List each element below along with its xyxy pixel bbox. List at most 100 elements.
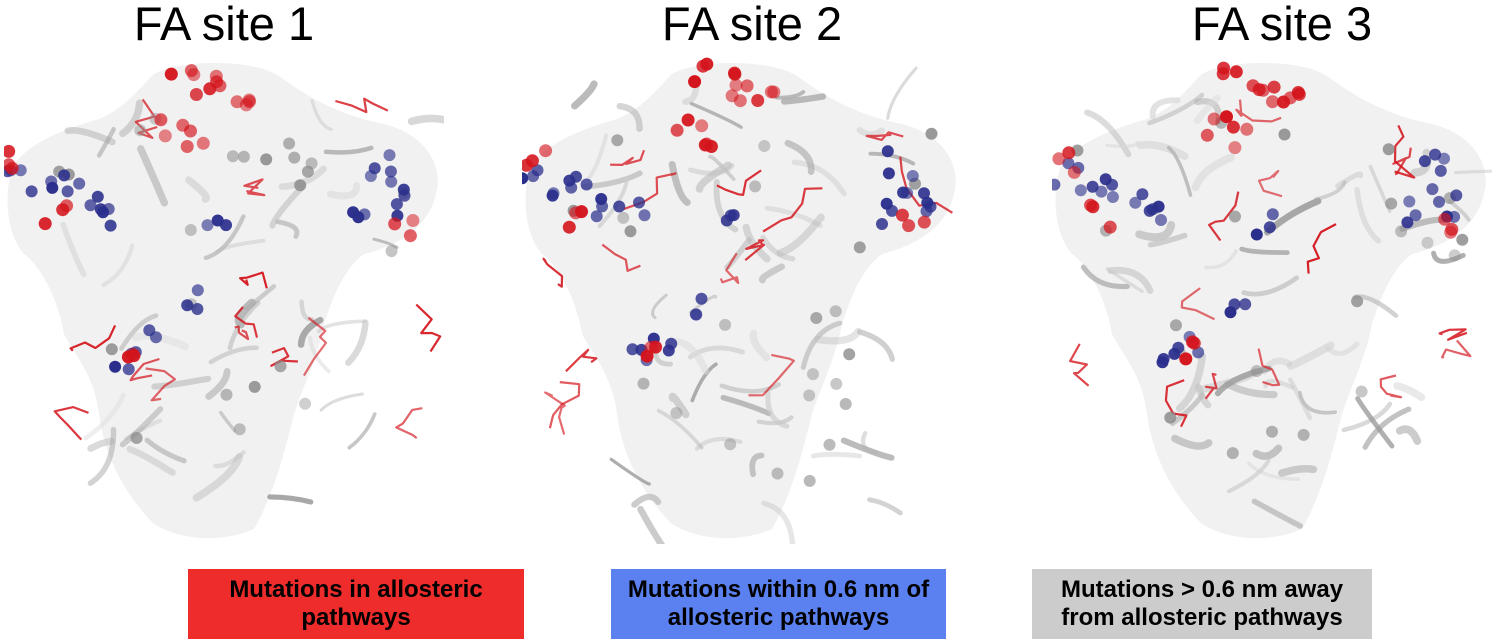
near-mutation-sphere: [97, 206, 109, 219]
pathway-mutation-sphere: [1103, 220, 1117, 234]
protein-ribbon: [1287, 377, 1313, 421]
far-mutation-sphere: [1355, 385, 1368, 398]
pathway-mutation-sphere: [681, 113, 695, 127]
near-mutation-sphere: [1429, 148, 1442, 161]
protein-ribbon: [1226, 458, 1271, 494]
allosteric-pathway-loop: [234, 306, 259, 338]
allosteric-pathway-loop: [53, 406, 89, 441]
protein-ribbon: [1214, 365, 1272, 397]
near-mutation-sphere: [1239, 298, 1252, 311]
near-mutation-sphere: [84, 199, 97, 212]
protein-ribbon: [323, 145, 374, 155]
near-mutation-sphere: [1095, 185, 1108, 198]
allosteric-pathway-loop: [145, 367, 176, 402]
near-mutation-sphere: [897, 186, 910, 199]
near-mutation-sphere: [1450, 189, 1463, 202]
allosteric-pathway-loop: [415, 303, 442, 353]
near-mutation-sphere: [1052, 178, 1061, 191]
pathway-mutation-sphere: [764, 85, 778, 99]
far-mutation-sphere: [220, 388, 233, 401]
protein-structure-site-3: [1052, 61, 1492, 539]
near-mutation-sphere: [1403, 195, 1416, 208]
pathway-mutation-sphere: [1266, 95, 1279, 109]
pathway-mutation-sphere: [403, 229, 417, 243]
protein-ribbon: [297, 316, 324, 348]
protein-ribbon: [1107, 266, 1154, 295]
far-mutation-sphere: [749, 180, 762, 193]
protein-ribbon: [234, 298, 256, 329]
protein-ribbon: [868, 151, 916, 166]
pathway-mutation-sphere: [670, 123, 684, 137]
protein-ribbon: [1247, 461, 1301, 481]
far-mutation-sphere: [611, 134, 624, 147]
pathway-mutation-sphere: [1200, 128, 1214, 142]
pathway-mutation-sphere: [1052, 152, 1066, 166]
pathway-mutation-sphere: [1445, 222, 1459, 236]
protein-ribbon: [1335, 171, 1364, 189]
protein-ribbon: [616, 102, 643, 132]
protein-ribbon: [1166, 145, 1193, 197]
protein-ribbon: [674, 337, 710, 375]
protein-ribbon: [1454, 169, 1492, 175]
protein-ribbon: [60, 221, 87, 277]
near-mutation-sphere: [882, 167, 895, 180]
allosteric-pathway-loop: [243, 178, 266, 197]
pathway-mutation-sphere: [5, 161, 19, 175]
far-mutation-sphere: [299, 397, 312, 410]
near-mutation-sphere: [1266, 208, 1279, 221]
pathway-mutation-sphere: [700, 57, 714, 71]
protein-ribbon: [219, 410, 237, 433]
near-mutation-sphere: [1168, 347, 1181, 360]
far-mutation-sphere: [843, 348, 856, 361]
pathway-mutation-sphere: [213, 79, 227, 93]
pathway-mutation-sphere: [187, 68, 201, 82]
near-mutation-sphere: [364, 170, 377, 182]
allosteric-pathway-loop: [302, 316, 328, 377]
near-mutation-sphere: [390, 198, 403, 211]
pathway-mutation-sphere: [1252, 83, 1266, 97]
near-mutation-sphere: [58, 169, 71, 182]
pathway-mutation-sphere: [1216, 67, 1230, 81]
pathway-mutation-sphere: [729, 78, 743, 92]
allosteric-pathway-loop: [395, 407, 423, 439]
allosteric-pathway-loop: [69, 324, 117, 352]
pathway-mutation-sphere: [1229, 65, 1243, 79]
protein-structure-site-1: [4, 62, 444, 539]
protein-ribbon: [781, 93, 827, 105]
near-mutation-sphere: [527, 170, 540, 183]
allosteric-pathway-loop: [744, 239, 765, 261]
protein-ribbon: [119, 313, 159, 351]
protein-ribbon: [886, 66, 918, 120]
far-mutation-sphere: [1229, 210, 1241, 223]
near-mutation-sphere: [1106, 191, 1119, 203]
protein-ribbon: [1171, 434, 1213, 450]
far-mutation-sphere: [807, 368, 819, 381]
far-mutation-sphere: [853, 241, 866, 254]
pathway-mutation-sphere: [698, 138, 712, 152]
pathway-mutation-sphere: [164, 67, 178, 81]
protein-ribbon: [316, 319, 367, 334]
protein-ribbon: [1204, 249, 1238, 270]
near-mutation-sphere: [565, 181, 578, 194]
far-mutation-sphere: [1421, 236, 1434, 249]
allosteric-pathway-loop: [1257, 348, 1281, 387]
protein-ribbon: [1278, 465, 1318, 477]
protein-ribbon: [126, 445, 176, 476]
pathway-mutation-sphere: [1438, 212, 1452, 226]
pathway-mutation-sphere: [1187, 336, 1201, 350]
far-mutation-sphere: [829, 305, 842, 318]
pathway-mutation-sphere: [1226, 120, 1240, 134]
near-mutation-sphere: [191, 303, 204, 315]
near-mutation-sphere: [522, 172, 529, 185]
far-mutation-sphere: [823, 438, 836, 451]
protein-ribbon: [64, 127, 116, 146]
near-mutation-sphere: [918, 187, 930, 200]
pathway-mutation-sphere: [1062, 146, 1076, 160]
far-mutation-sphere: [1448, 249, 1461, 262]
near-mutation-sphere: [1155, 214, 1167, 226]
allosteric-pathway-loop: [544, 391, 566, 435]
near-mutation-sphere: [720, 214, 733, 227]
far-mutation-sphere: [637, 377, 650, 390]
protein-ribbon: [1147, 92, 1205, 126]
protein-ribbon: [857, 329, 895, 362]
